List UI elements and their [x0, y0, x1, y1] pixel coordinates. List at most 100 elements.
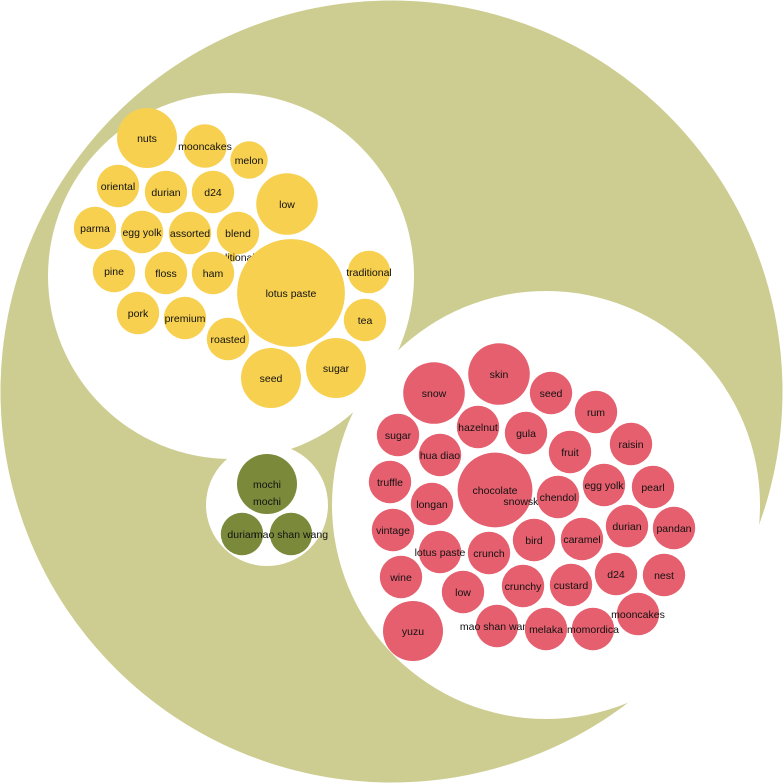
bubble-red-gula[interactable] [504, 411, 548, 455]
bubble-label-pine: pine [104, 266, 124, 278]
bubble-label-seed: seed [540, 388, 563, 400]
bubble-label-yuzu: yuzu [402, 626, 424, 638]
bubble-red-crunchy[interactable] [501, 564, 545, 608]
bubble-red-raisin[interactable] [609, 422, 653, 466]
bubble-red-snow[interactable] [403, 362, 465, 424]
bubble-red-nest[interactable] [642, 553, 686, 597]
bubble-green-mochi[interactable] [237, 454, 297, 514]
bubble-red-mao-shan-wang[interactable] [475, 604, 519, 648]
bubble-red-yuzu[interactable] [383, 601, 443, 661]
bubble-label-pandan: pandan [656, 523, 691, 535]
bubble-yellow-assorted[interactable] [168, 211, 212, 255]
bubble-red-bird[interactable] [512, 518, 556, 562]
bubble-red-snowskin[interactable] [520, 496, 530, 506]
bubble-label-fruit: fruit [561, 447, 579, 459]
bubble-red-durian[interactable] [605, 504, 649, 548]
bubble-label-durian: durian [227, 529, 256, 541]
bubble-yellow-roasted[interactable] [206, 317, 250, 361]
bubble-red-sugar[interactable] [376, 413, 420, 457]
bubble-red-longan[interactable] [410, 482, 454, 526]
bubble-red-lotus-paste[interactable] [418, 530, 462, 574]
bubble-label-vintage: vintage [376, 525, 410, 537]
bubble-red-mooncakes[interactable] [616, 592, 660, 636]
bubble-label-rum: rum [587, 407, 605, 419]
bubble-yellow-ham[interactable] [191, 251, 235, 295]
bubble-label-parma: parma [80, 223, 110, 235]
bubble-yellow-d24[interactable] [191, 170, 235, 214]
bubble-red-d24[interactable] [594, 552, 638, 596]
bubble-red-seed[interactable] [529, 371, 573, 415]
bubble-yellow-traditional[interactable] [227, 252, 237, 262]
bubble-label-snowskin: snowskin [503, 496, 546, 508]
bubble-label-chocolate: chocolate [473, 485, 518, 497]
bubble-label-mochi: mochi [253, 479, 281, 491]
bubble-yellow-seed[interactable] [241, 348, 301, 408]
bubble-red-fruit[interactable] [548, 430, 592, 474]
bubble-label-blend: blend [225, 228, 251, 240]
bubble-yellow-mooncakes[interactable] [183, 124, 227, 168]
bubble-label-custard: custard [554, 580, 589, 592]
bubble-yellow-blend[interactable] [216, 211, 260, 255]
bubble-label-egg-yolk: egg yolk [584, 480, 624, 492]
bubble-label-durian: durian [151, 187, 180, 199]
bubble-red-low[interactable] [441, 570, 485, 614]
bubble-label-nuts: nuts [137, 133, 157, 145]
bubble-red-wine[interactable] [379, 555, 423, 599]
bubble-label-lotus-paste: lotus paste [415, 547, 466, 559]
bubble-green-mao-shan-wang[interactable] [269, 512, 313, 556]
bubble-label-sugar: sugar [385, 430, 412, 442]
bubble-label-momordica: momordica [567, 624, 619, 636]
bubble-yellow-melon[interactable] [230, 141, 268, 179]
bubble-yellow-lotus-paste[interactable] [237, 239, 345, 347]
bubble-label-low: low [455, 587, 471, 599]
bubble-yellow-floss[interactable] [144, 251, 188, 295]
bubble-yellow-durian[interactable] [144, 170, 188, 214]
bubble-label-caramel: caramel [563, 534, 600, 546]
bubble-red-chendol[interactable] [536, 475, 580, 519]
bubble-red-rum[interactable] [574, 390, 618, 434]
bubble-red-pearl[interactable] [631, 465, 675, 509]
bubble-label-hua-diao: hua diao [420, 450, 460, 462]
bubble-red-custard[interactable] [549, 563, 593, 607]
bubble-label-nest: nest [654, 570, 674, 582]
bubble-label-melaka: melaka [529, 624, 563, 636]
bubble-red-pandan[interactable] [652, 506, 696, 550]
bubble-red-melaka[interactable] [524, 607, 568, 651]
bubble-label-assorted: assorted [170, 228, 210, 240]
bubble-yellow-egg-yolk[interactable] [120, 210, 164, 254]
bubble-yellow-nuts[interactable] [117, 108, 177, 168]
bubble-red-momordica[interactable] [571, 607, 615, 651]
bubble-green-mochi[interactable] [262, 496, 272, 506]
bubble-red-skin[interactable] [468, 343, 530, 405]
bubble-yellow-traditional[interactable] [347, 250, 391, 294]
bubble-yellow-pine[interactable] [92, 249, 136, 293]
bubble-red-truffle[interactable] [368, 460, 412, 504]
bubble-label-mooncakes: mooncakes [178, 141, 232, 153]
bubble-green-durian[interactable] [220, 512, 264, 556]
bubble-yellow-parma[interactable] [73, 206, 117, 250]
bubble-label-longan: longan [416, 499, 448, 511]
bubble-label-chendol: chendol [540, 492, 577, 504]
bubble-label-ham: ham [203, 268, 224, 280]
bubble-label-oriental: oriental [101, 181, 135, 193]
bubble-label-mao-shan-wang: mao shan wang [254, 529, 328, 541]
bubble-red-hazelnut[interactable] [456, 405, 500, 449]
bubble-red-hua-diao[interactable] [418, 433, 462, 477]
bubble-yellow-pork[interactable] [116, 291, 160, 335]
bubble-label-d24: d24 [204, 187, 222, 199]
bubble-red-vintage[interactable] [371, 508, 415, 552]
bubble-red-caramel[interactable] [560, 517, 604, 561]
bubble-yellow-premium[interactable] [163, 296, 207, 340]
bubble-yellow-tea[interactable] [343, 298, 387, 342]
bubble-label-crunch: crunch [473, 548, 505, 560]
bubble-red-chocolate[interactable] [457, 452, 533, 528]
bubble-red-egg-yolk[interactable] [582, 463, 626, 507]
bubble-label-skin: skin [490, 369, 509, 381]
bubble-label-durian: durian [612, 521, 641, 533]
bubble-yellow-oriental[interactable] [96, 164, 140, 208]
bubble-yellow-sugar[interactable] [306, 338, 366, 398]
bubble-label-seed: seed [260, 373, 283, 385]
bubble-red-crunch[interactable] [467, 531, 511, 575]
bubble-yellow-low[interactable] [256, 173, 318, 235]
